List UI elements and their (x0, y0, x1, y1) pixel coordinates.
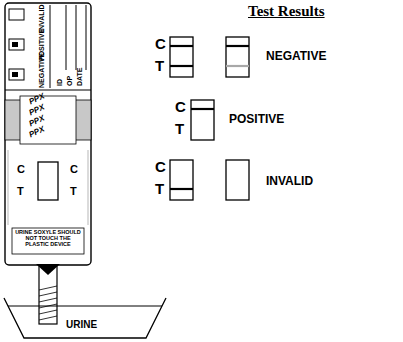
line-label: C (155, 36, 166, 51)
line-label: C (70, 164, 78, 175)
line-label: T (175, 121, 184, 136)
field-label: OP (66, 76, 73, 86)
line-label: C (155, 159, 166, 174)
line-label: T (155, 58, 164, 73)
line-label: T (17, 186, 24, 197)
line-label: T (70, 186, 77, 197)
line-label: C (17, 164, 25, 175)
warning-note: URINE SOXYLE SHOULD NOT TOUCH THE PLASTI… (14, 230, 82, 247)
status-label: NEGATIVE (38, 53, 45, 88)
title: Test Results (248, 4, 325, 19)
result-label: NEGATIVE (266, 50, 326, 62)
result-label: POSITIVE (229, 113, 284, 125)
cup-label: URINE (66, 320, 97, 330)
field-label: DATE (76, 67, 83, 86)
line-label: T (155, 181, 164, 196)
line-label: C (175, 99, 186, 114)
status-label: INVALID (38, 5, 45, 32)
result-label: INVALID (266, 175, 313, 187)
field-label: ID (56, 79, 63, 86)
